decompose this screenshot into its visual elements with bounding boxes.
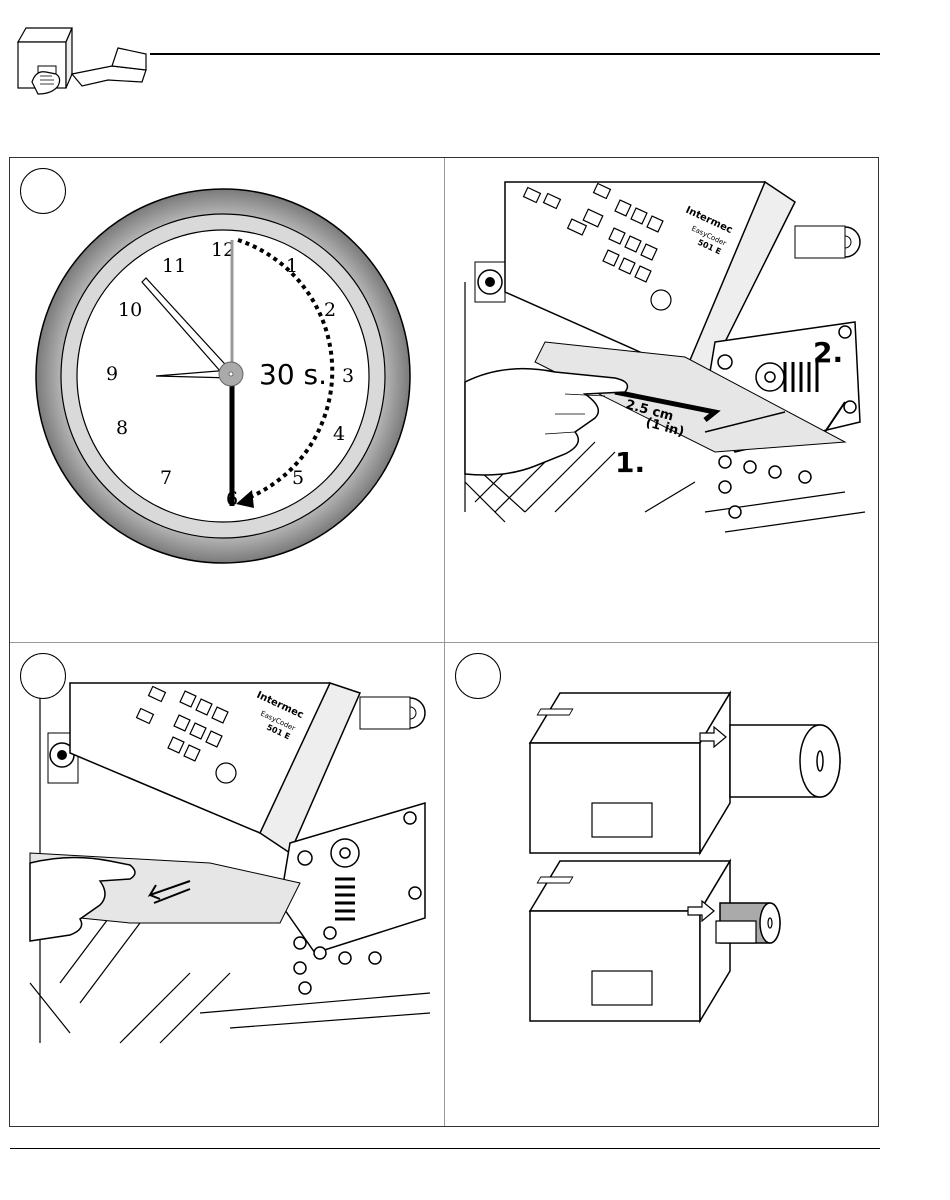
printer-large-roll-illustration: [530, 693, 850, 853]
step-marker-1: 1.: [615, 446, 645, 479]
step-number-circle-4: [455, 653, 501, 699]
printer-small-roll-illustration: [530, 861, 850, 1021]
clock-illustration: 12 1 2 3 4 5 6 7 8 9 10 11: [30, 188, 420, 568]
hand-illustration: [465, 369, 627, 475]
clock-number-4: 4: [333, 423, 345, 445]
clock-number-2: 2: [324, 299, 336, 321]
panel-step-4: [445, 643, 879, 1127]
timer-label: 30 s.: [259, 358, 327, 391]
clock-number-5: 5: [292, 467, 304, 489]
clock-number-7: 7: [160, 467, 172, 489]
clock-number-9: 9: [106, 363, 118, 385]
clock-number-8: 8: [116, 417, 128, 439]
step-number-circle-3: [20, 653, 66, 699]
clock-number-10: 10: [118, 299, 142, 321]
panel-step-2: Intermec EasyCoder 501 E: [445, 158, 879, 642]
panel-step-3: Intermec EasyCoder 501 E: [10, 643, 444, 1127]
instruction-grid: 12 1 2 3 4 5 6 7 8 9 10 11: [9, 157, 879, 1127]
panel-step-1: 12 1 2 3 4 5 6 7 8 9 10 11: [10, 158, 444, 642]
step-marker-2: 2.: [813, 336, 843, 369]
header-rule: [150, 53, 880, 55]
clock-number-11: 11: [162, 255, 186, 277]
footer-rule: [10, 1148, 880, 1149]
clock-number-3: 3: [342, 365, 354, 387]
printer-hand-icon: [12, 22, 152, 102]
printer-pull-illustration: Intermec EasyCoder 501 E: [30, 683, 430, 1043]
printer-feed-illustration: Intermec EasyCoder 501 E: [465, 182, 865, 532]
